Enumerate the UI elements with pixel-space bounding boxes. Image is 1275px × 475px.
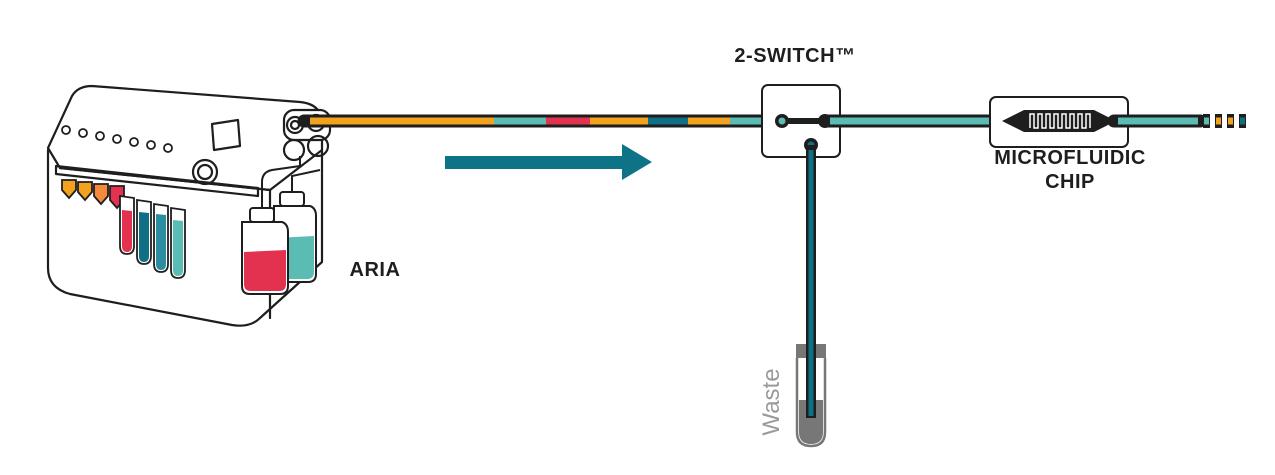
aria-top-surface xyxy=(46,84,324,192)
aria-knob xyxy=(191,158,219,186)
aria-rack-window xyxy=(54,164,260,198)
aria-reagent-tubes xyxy=(119,194,186,279)
aria-display xyxy=(210,118,242,152)
flow-direction-arrow xyxy=(445,144,652,180)
chip-label-line1: MICROFLUIDIC xyxy=(994,147,1146,169)
switch-label: 2-SWITCH™ xyxy=(734,45,856,67)
waste-label: Waste xyxy=(758,368,785,436)
aria-bottles xyxy=(241,156,321,295)
waste-tube xyxy=(795,340,827,448)
microfluidic-chip xyxy=(989,96,1129,148)
aria-front-body xyxy=(46,148,324,327)
aria-control-buttons xyxy=(61,125,173,153)
aria-label: ARIA xyxy=(349,259,401,281)
chip-label-line2: CHIP xyxy=(1045,171,1095,193)
chip-outlet-tubing xyxy=(1107,114,1246,128)
microfluidic-chip-label: MICROFLUIDIC CHIP xyxy=(960,146,1180,194)
chip-serpentine-channel xyxy=(1029,113,1091,129)
aria-sample-tubes xyxy=(61,179,125,210)
